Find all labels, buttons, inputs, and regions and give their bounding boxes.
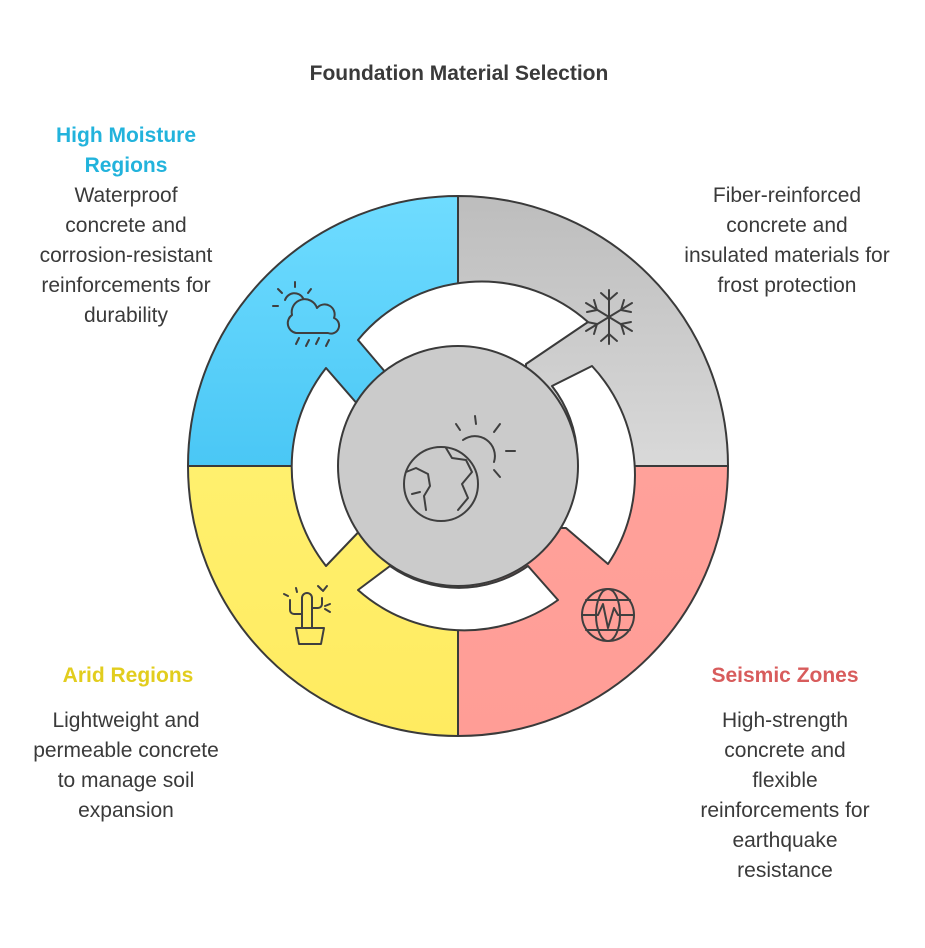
snowflake-icon: [585, 289, 633, 345]
arid-title: Arid Regions: [62, 664, 194, 687]
diagram-title: Foundation Material Selection: [309, 62, 609, 85]
cloud-rain-sun-icon: [272, 281, 341, 347]
cactus-icon: [283, 585, 331, 645]
globe-sun-icon: [403, 415, 516, 522]
cold-description: Fiber-reinforced concrete and insulated …: [684, 184, 890, 297]
seismic-description: High-strength concrete and flexible rein…: [700, 709, 870, 882]
high-moisture-title: High Moisture Regions: [56, 124, 196, 177]
high-moisture-description: Waterproof concrete and corrosion-resist…: [39, 184, 213, 327]
arid-description: Lightweight and permeable concrete to ma…: [33, 709, 219, 822]
center-hub: [337, 345, 579, 587]
seismic-globe-icon: [581, 588, 635, 642]
seismic-title: Seismic Zones: [711, 664, 859, 687]
